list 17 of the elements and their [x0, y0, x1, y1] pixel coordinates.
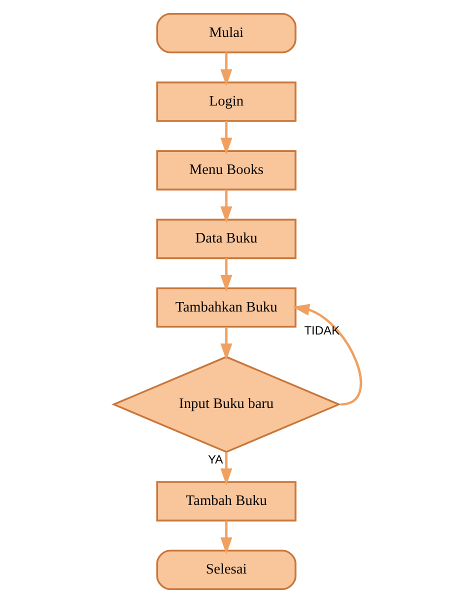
- arrow: [220, 326, 232, 360]
- arrow: [292, 304, 362, 406]
- node-diamond: Input Buku baru: [111, 356, 341, 453]
- arrow: [220, 190, 232, 224]
- arrow: [220, 52, 232, 86]
- arrow: [220, 121, 232, 155]
- arrow: [220, 520, 232, 554]
- node-box: Data Buku: [156, 218, 296, 260]
- node-box: Tambahkan Buku: [156, 287, 296, 328]
- node-box: Login: [156, 82, 296, 122]
- node-box: Tambah Buku: [156, 481, 296, 522]
- node-box: Menu Books: [156, 150, 296, 190]
- arrow: [220, 258, 232, 292]
- edge-label: YA: [207, 452, 223, 466]
- node-box: Selesai: [156, 550, 296, 590]
- arrow: [220, 452, 232, 486]
- node-box: Mulai: [156, 12, 296, 54]
